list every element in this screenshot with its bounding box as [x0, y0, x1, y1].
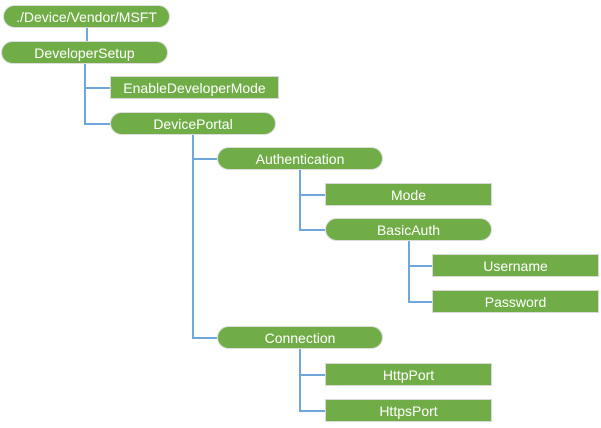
node-authentication: Authentication	[217, 147, 383, 170]
connector-line	[86, 87, 110, 89]
connector-line	[194, 158, 217, 160]
connector-line	[410, 265, 432, 267]
connector-line	[301, 229, 325, 231]
connector-line	[299, 170, 301, 231]
node-msft-root: ./Device/Vendor/MSFT	[3, 5, 170, 28]
node-https-port: HttpsPort	[325, 399, 492, 422]
connector-line	[301, 410, 325, 412]
connector-line	[408, 241, 410, 303]
node-basic-auth: BasicAuth	[325, 218, 492, 241]
connector-line	[194, 337, 217, 339]
node-connection: Connection	[217, 326, 383, 349]
node-developer-setup: DeveloperSetup	[1, 41, 168, 64]
node-device-portal: DevicePortal	[110, 112, 276, 135]
node-mode: Mode	[325, 183, 492, 206]
node-http-port: HttpPort	[325, 363, 492, 386]
connector-line	[301, 194, 325, 196]
connector-line	[299, 349, 301, 412]
connector-line	[86, 28, 88, 41]
connector-line	[192, 135, 194, 339]
connector-line	[86, 123, 110, 125]
node-username: Username	[432, 254, 599, 277]
connector-line	[84, 64, 86, 125]
node-password: Password	[432, 290, 599, 313]
node-enable-developer-mode: EnableDeveloperMode	[110, 76, 279, 99]
connector-line	[410, 301, 432, 303]
connector-line	[301, 374, 325, 376]
